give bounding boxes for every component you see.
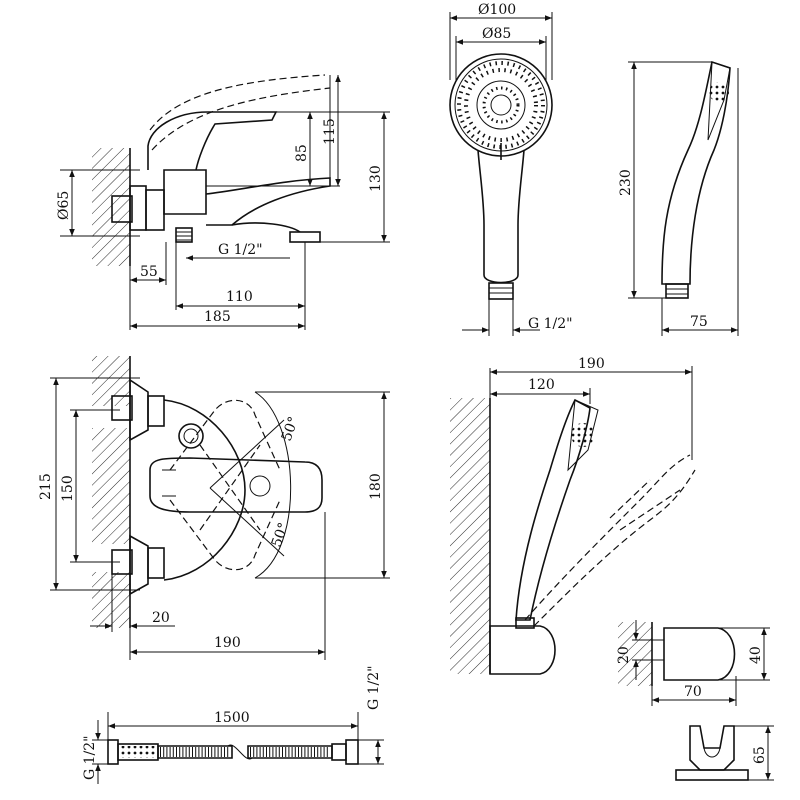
dim-70-holder: 70: [684, 684, 702, 700]
dim-130: 130: [368, 165, 384, 192]
dim-185: 185: [204, 309, 231, 325]
shower-hose: [92, 712, 384, 784]
dim-1500: 1500: [214, 710, 250, 726]
dim-20-holder: 20: [616, 646, 632, 664]
mixer-side-view: [60, 74, 390, 330]
wall-hatch: [92, 148, 130, 266]
dim-215: 215: [38, 473, 54, 500]
dim-150: 150: [60, 475, 76, 502]
dim-110: 110: [226, 289, 253, 305]
thread-label-hose-right: G 1/2": [366, 665, 382, 710]
angle-50-bottom: 50°: [269, 521, 293, 550]
dim-65-holder: 65: [752, 746, 768, 764]
shower-holder-side-view: [450, 366, 696, 675]
dim-180: 180: [368, 473, 384, 500]
dim-20-front: 20: [152, 610, 170, 626]
dim-75: 75: [690, 314, 708, 330]
dim-230: 230: [618, 169, 634, 196]
dim-190-side: 190: [578, 356, 605, 372]
mixer-front-view: [50, 356, 390, 660]
thread-label-hose-left: G 1/2": [82, 735, 98, 780]
dim-55: 55: [140, 264, 158, 280]
thread-label-mixer: G 1/2": [218, 242, 263, 258]
dim-d85: Ø85: [482, 26, 511, 42]
dim-115: 115: [322, 118, 338, 145]
dim-d100: Ø100: [478, 2, 516, 18]
wall-holder-detail: [618, 620, 770, 706]
dim-190-front: 190: [214, 635, 241, 651]
hand-shower-front: [449, 12, 553, 336]
dim-120-side: 120: [528, 377, 555, 393]
hand-shower-side: [628, 60, 739, 336]
dim-40-holder: 40: [748, 646, 764, 664]
dim-85: 85: [294, 144, 310, 162]
wall-holder-front: [675, 725, 774, 781]
thread-label-shower: G 1/2": [528, 316, 573, 332]
dim-d65: Ø65: [56, 191, 72, 220]
angle-50-top: 50°: [279, 415, 303, 444]
